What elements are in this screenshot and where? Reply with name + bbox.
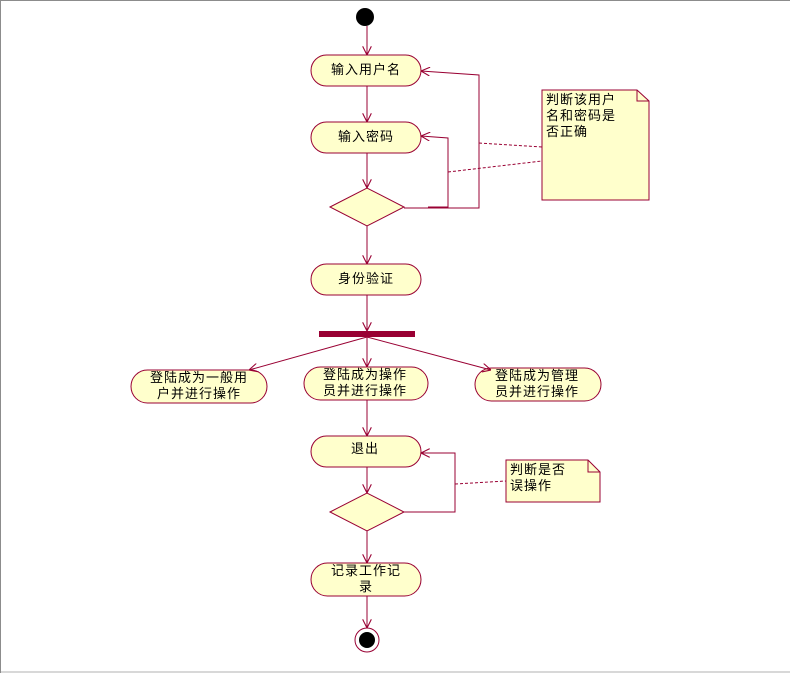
note-credentials-shape [541, 89, 650, 201]
flow-fork-to-user [249, 336, 368, 370]
note-anchor-misoperation [454, 480, 507, 485]
activity-login-user [130, 369, 268, 404]
loop-back-to-username [404, 71, 480, 209]
note-anchor-password [478, 142, 543, 148]
end-node [359, 632, 375, 648]
activity-record-log [310, 562, 422, 597]
activity-enter-password [310, 121, 422, 154]
note-anchor-decision [447, 160, 543, 173]
decision-credentials [328, 187, 406, 227]
activity-exit [310, 435, 422, 468]
note-credentials-fold [636, 90, 649, 102]
note-misoperation-fold [587, 460, 600, 473]
activity-identity-verify [310, 263, 422, 296]
note-check-credentials: 判断该用户名和密码是否正确 [546, 93, 617, 140]
flow-fork-to-admin [366, 336, 491, 370]
decision-misoperation [328, 492, 406, 532]
activity-login-admin [474, 367, 602, 402]
loop-back-to-password [421, 136, 449, 208]
start-node [356, 8, 374, 26]
note-check-misoperation: 判断是否误操作 [510, 463, 567, 494]
loop-back-to-exit [404, 453, 456, 513]
note-misoperation-shape [505, 459, 601, 503]
activity-enter-username [310, 54, 422, 87]
fork-bar [319, 331, 415, 337]
activity-login-operator [303, 366, 429, 401]
